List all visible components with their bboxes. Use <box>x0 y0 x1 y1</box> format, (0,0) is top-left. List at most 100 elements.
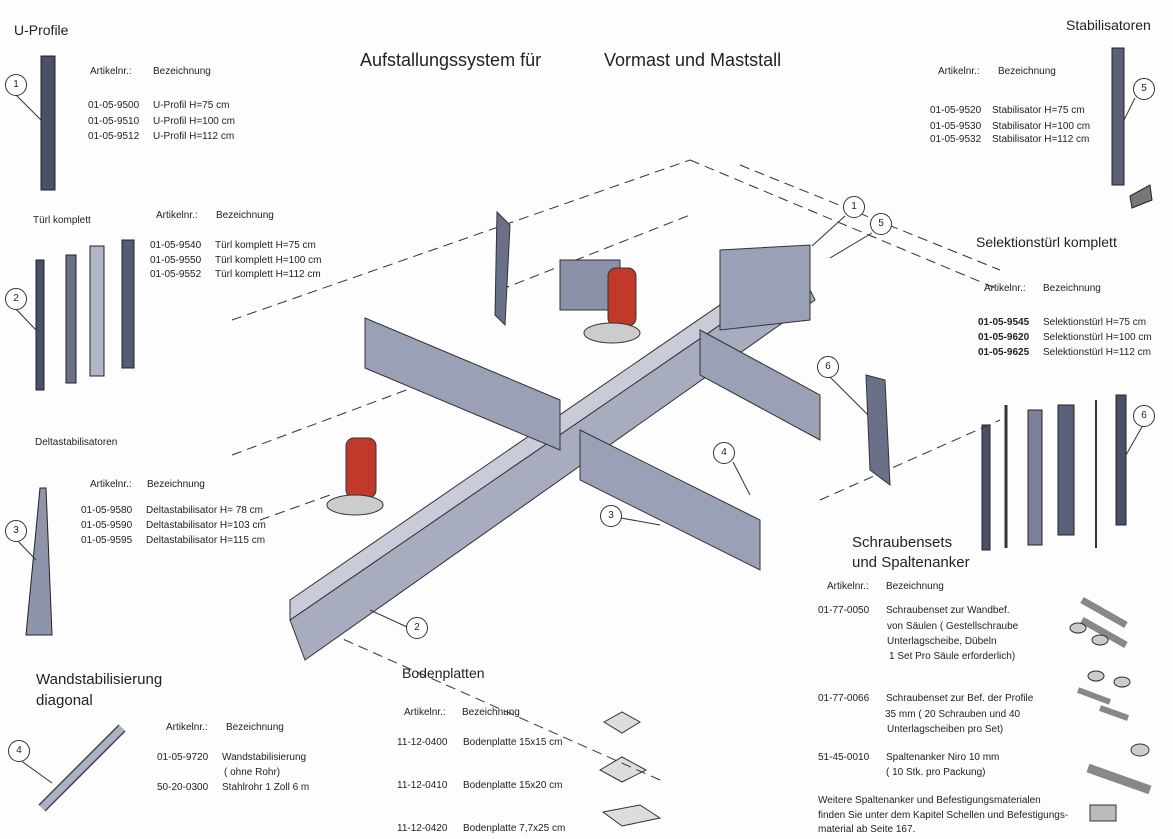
col-artikelnr: Artikelnr.: <box>827 581 869 592</box>
article-code: 11-12-0420 <box>397 823 448 834</box>
selektion-drawing <box>981 394 1144 551</box>
article-code: 01-05-9720 <box>157 752 209 763</box>
col-artikelnr: Artikelnr.: <box>166 722 208 733</box>
article-name: Schraubenset zur Wandbef. <box>886 605 1010 616</box>
article-name: Bodenplatte 7,7x25 cm <box>463 823 566 834</box>
wand-heading-2: diagonal <box>36 692 93 709</box>
delta-drawing <box>14 487 53 636</box>
callout-1: 1 <box>5 74 27 96</box>
article-name: Bodenplatte 15x20 cm <box>463 780 563 791</box>
article-name: Selektionstürl H=112 cm <box>1043 347 1151 358</box>
article-code: 01-05-9550 <box>150 255 202 266</box>
article-code: 01-05-9540 <box>150 240 202 251</box>
article-name: von Säulen ( Gestellschraube <box>887 621 1019 632</box>
article-code: 01-05-9620 <box>978 332 1030 343</box>
article-name: 35 mm ( 20 Schrauben und 40 <box>885 709 1021 720</box>
article-code: 01-05-9532 <box>930 134 982 145</box>
page-title-right: Vormast und Maststall <box>604 50 782 70</box>
article-name: Unterlagscheiben pro Set) <box>887 724 1004 735</box>
tuerl-heading: Türl komplett <box>33 215 91 226</box>
article-name: Türl komplett H=100 cm <box>215 255 322 266</box>
schrauben-drawing <box>1069 596 1152 822</box>
callout-6: 6 <box>1133 405 1155 427</box>
diagram-callout-4: 4 <box>713 442 735 464</box>
tuerl-drawing <box>14 239 135 391</box>
article-name: Selektionstürl H=100 cm <box>1043 332 1152 343</box>
article-code: 01-05-9520 <box>930 105 982 116</box>
col-bezeichnung: Bezeichnung <box>147 479 205 490</box>
article-name: ( ohne Rohr) <box>224 767 281 778</box>
col-bezeichnung: Bezeichnung <box>153 66 211 77</box>
article-code: 01-05-9530 <box>930 121 982 132</box>
u-profile-drawing <box>14 55 56 191</box>
article-name: 1 Set Pro Säule erforderlich) <box>889 651 1016 662</box>
page-title-left: Aufstallungssystem für <box>360 50 542 70</box>
article-name: Deltastabilisator H=115 cm <box>146 535 266 546</box>
article-code: 01-05-9512 <box>88 131 140 142</box>
article-code: 01-05-9595 <box>81 535 133 546</box>
article-code: 01-77-0050 <box>818 605 870 616</box>
article-name: Stabilisator H=112 cm <box>992 134 1090 145</box>
wand-heading: Wandstabilisierung <box>36 671 163 688</box>
delta-heading: Deltastabilisatoren <box>35 437 118 448</box>
diagram-callout-6: 6 <box>817 356 839 378</box>
col-artikelnr: Artikelnr.: <box>938 66 980 77</box>
schrauben-heading: Schraubensets <box>852 534 953 551</box>
article-code: 01-77-0066 <box>818 693 870 704</box>
article-name: Deltastabilisator H= 78 cm <box>146 505 263 516</box>
article-code: 01-05-9580 <box>81 505 133 516</box>
selektion-heading: Selektionstürl komplett <box>976 234 1117 250</box>
col-artikelnr: Artikelnr.: <box>984 283 1026 294</box>
callout-5: 5 <box>1133 78 1155 100</box>
article-name: Türl komplett H=75 cm <box>215 240 316 251</box>
article-code: 01-05-9500 <box>88 100 140 111</box>
col-bezeichnung: Bezeichnung <box>226 722 284 733</box>
article-code: 01-05-9552 <box>150 269 202 280</box>
col-bezeichnung: Bezeichnung <box>462 707 520 718</box>
article-code: 01-05-9545 <box>978 317 1030 328</box>
col-artikelnr: Artikelnr.: <box>90 66 132 77</box>
article-code: 51-45-0010 <box>818 752 870 763</box>
boden-heading: Bodenplatten <box>402 665 485 681</box>
article-code: 01-05-9625 <box>978 347 1030 358</box>
col-artikelnr: Artikelnr.: <box>156 210 198 221</box>
article-name: Unterlagscheibe, Dübeln <box>887 636 997 647</box>
diagram-callout-2: 2 <box>406 617 428 639</box>
article-name: U-Profil H=112 cm <box>153 131 235 142</box>
col-bezeichnung: Bezeichnung <box>886 581 944 592</box>
callout-3: 3 <box>5 520 27 542</box>
article-name: U-Profil H=100 cm <box>153 116 235 127</box>
article-code: 11-12-0410 <box>397 780 448 791</box>
article-name: Stabilisator H=100 cm <box>992 121 1091 132</box>
article-name: Bodenplatte 15x15 cm <box>463 737 563 748</box>
bodenplatten-drawing <box>598 711 662 827</box>
footer-note: material ab Seite 167. <box>818 824 916 835</box>
diagram-callout-5: 5 <box>870 213 892 235</box>
u-profile-heading: U-Profile <box>14 22 69 38</box>
callout-2: 2 <box>5 288 27 310</box>
article-name: Stahlrohr 1 Zoll 6 m <box>222 782 310 793</box>
col-bezeichnung: Bezeichnung <box>1043 283 1101 294</box>
col-bezeichnung: Bezeichnung <box>216 210 274 221</box>
stabilisatoren-heading: Stabilisatoren <box>1066 17 1151 33</box>
article-name: Deltastabilisator H=103 cm <box>146 520 266 531</box>
article-name: Stabilisator H=75 cm <box>992 105 1085 116</box>
stabilisator-drawing <box>1111 47 1153 209</box>
article-code: 01-05-9590 <box>81 520 133 531</box>
article-name: Türl komplett H=112 cm <box>215 269 321 280</box>
article-name: Spaltenanker Niro 10 mm <box>886 752 1000 763</box>
diagram-callout-1: 1 <box>843 196 865 218</box>
diagram-callout-3: 3 <box>600 505 622 527</box>
col-artikelnr: Artikelnr.: <box>404 707 446 718</box>
article-code: 50-20-0300 <box>157 782 209 793</box>
wand-drawing <box>19 724 126 812</box>
pen-layout-diagram <box>231 159 1001 781</box>
article-name: Schraubenset zur Bef. der Profile <box>886 693 1034 704</box>
article-name: Selektionstürl H=75 cm <box>1043 317 1147 328</box>
article-name: ( 10 Stk. pro Packung) <box>886 767 986 778</box>
article-name: U-Profil H=75 cm <box>153 100 230 111</box>
article-code: 11-12-0400 <box>397 737 448 748</box>
article-code: 01-05-9510 <box>88 116 140 127</box>
